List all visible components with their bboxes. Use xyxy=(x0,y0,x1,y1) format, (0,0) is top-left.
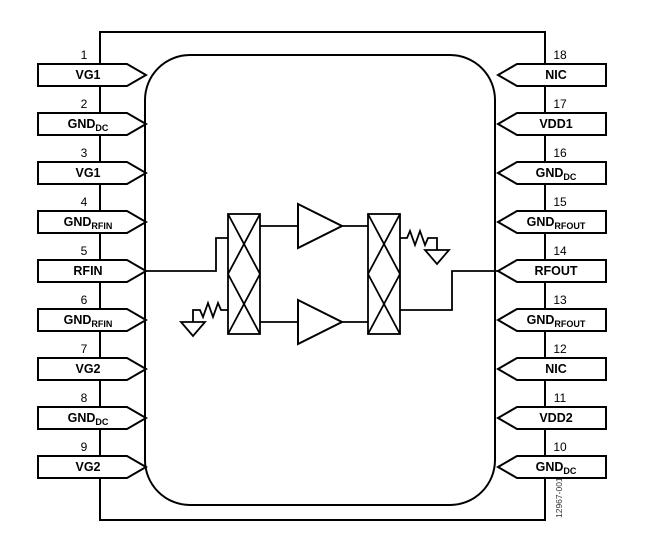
pin-number: 9 xyxy=(81,440,88,454)
input-balun-cross-icon xyxy=(227,213,261,335)
pin-label: NIC xyxy=(545,362,567,376)
pin-box xyxy=(37,308,148,332)
pin-label: VG2 xyxy=(75,460,100,474)
pin-box xyxy=(496,259,607,283)
pin-label: VG1 xyxy=(75,166,100,180)
pin-box xyxy=(496,161,607,185)
pin-number: 2 xyxy=(81,97,88,111)
pin-number: 10 xyxy=(553,440,567,454)
pin-box xyxy=(37,112,148,136)
pin-number: 18 xyxy=(553,48,567,62)
pin-label: GNDDC xyxy=(536,166,577,182)
output-balun xyxy=(367,213,401,335)
pin-number: 17 xyxy=(553,97,567,111)
pin-number: 4 xyxy=(81,195,88,209)
pin-right-13: 13 GNDRFOUT xyxy=(496,293,607,332)
pin-label: GNDDC xyxy=(68,117,109,133)
pin-right-14: 14 RFOUT xyxy=(496,244,607,283)
pin-box xyxy=(496,210,607,234)
output-ground-icon xyxy=(423,249,451,266)
pin-number: 5 xyxy=(81,244,88,258)
pin-label: VDD2 xyxy=(539,411,572,425)
pin-number: 11 xyxy=(554,391,567,405)
pin-box xyxy=(37,455,148,479)
pin-label: RFOUT xyxy=(534,264,577,278)
pin-box xyxy=(496,357,607,381)
output-termination xyxy=(400,228,451,266)
input-balun-box xyxy=(227,213,261,335)
pin-number: 13 xyxy=(553,293,567,307)
pin-label: GNDRFOUT xyxy=(527,313,586,329)
pin-left-2: 2 GNDDC xyxy=(37,97,148,136)
pin-left-4: 4 GNDRFIN xyxy=(37,195,148,234)
pin-number: 6 xyxy=(81,293,88,307)
pin-number: 15 xyxy=(553,195,567,209)
pin-left-9: 9 VG2 xyxy=(37,440,148,479)
pin-box xyxy=(37,161,148,185)
package-outline xyxy=(99,31,546,521)
input-ground-icon xyxy=(179,321,207,338)
input-termination xyxy=(179,300,228,338)
pin-number: 16 xyxy=(553,146,567,160)
pin-number: 14 xyxy=(553,244,567,258)
pin-box xyxy=(496,406,607,430)
pin-box xyxy=(37,210,148,234)
pin-left-7: 7 VG2 xyxy=(37,342,148,381)
pin-number: 1 xyxy=(81,48,88,62)
pin-label: GNDDC xyxy=(536,460,577,476)
pin-label: GNDDC xyxy=(68,411,109,427)
output-termination-resistor xyxy=(400,228,438,250)
pin-box xyxy=(496,308,607,332)
pin-right-12: 12 NIC xyxy=(496,342,607,381)
pin-label: VG1 xyxy=(75,68,100,82)
pin-number: 12 xyxy=(553,342,567,356)
pin-label: GNDRFIN xyxy=(64,215,113,231)
pin-right-10: 10 GNDDC xyxy=(496,440,607,479)
die-paddle-outline xyxy=(144,54,496,506)
pin-box xyxy=(496,112,607,136)
pin-number: 7 xyxy=(81,342,88,356)
pin-label: VG2 xyxy=(75,362,100,376)
pin-label: VDD1 xyxy=(539,117,572,131)
pin-label: NIC xyxy=(545,68,567,82)
internal-circuit xyxy=(146,202,498,346)
rfin-trace xyxy=(146,237,228,272)
input-termination-resistor xyxy=(192,300,228,322)
pin-right-11: 11 VDD2 xyxy=(496,391,607,430)
pin-number: 3 xyxy=(81,146,88,160)
pin-right-16: 16 GNDDC xyxy=(496,146,607,185)
pin-box xyxy=(496,63,607,87)
pin-number: 8 xyxy=(81,391,88,405)
output-balun-cross-icon xyxy=(367,213,401,335)
pin-left-5: 5 RFIN xyxy=(37,244,148,283)
output-balun-box xyxy=(367,213,401,335)
pin-label: GNDRFOUT xyxy=(527,215,586,231)
pin-box xyxy=(37,259,148,283)
pin-right-18: 18 NIC xyxy=(496,48,607,87)
figure-code: 12967-001 xyxy=(554,477,564,518)
pin-right-17: 17 VDD1 xyxy=(496,97,607,136)
pin-label: GNDRFIN xyxy=(64,313,113,329)
pin-right-15: 15 GNDRFOUT xyxy=(496,195,607,234)
pin-box xyxy=(37,357,148,381)
input-balun xyxy=(227,213,261,335)
pin-left-8: 8 GNDDC xyxy=(37,391,148,430)
pin-box xyxy=(496,455,607,479)
pin-left-1: 1 VG1 xyxy=(37,48,148,87)
lower-amplifier-icon xyxy=(297,298,345,346)
pin-label: RFIN xyxy=(73,264,102,278)
pin-box xyxy=(37,63,148,87)
pin-left-6: 6 GNDRFIN xyxy=(37,293,148,332)
pin-box xyxy=(37,406,148,430)
pin-left-3: 3 VG1 xyxy=(37,146,148,185)
upper-amplifier-icon xyxy=(297,202,345,250)
rfout-trace xyxy=(400,270,498,311)
